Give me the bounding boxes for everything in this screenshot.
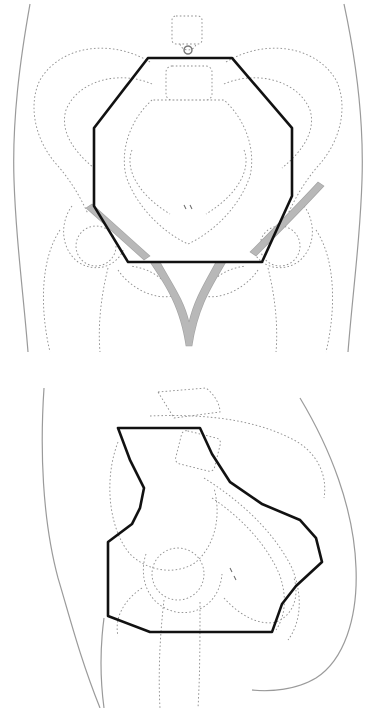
anterior-body-contour: [42, 388, 100, 708]
lateral-femur-shaft: [159, 600, 200, 708]
coccyx-mark-lower: [234, 576, 236, 580]
sacral-inner-left: [130, 150, 170, 214]
posterior-body-contour: [252, 398, 356, 691]
posterior-vertebra: [158, 388, 220, 418]
anteroposterior-pelvis-panel: [0, 0, 376, 354]
left-body-contour: [14, 4, 30, 352]
coccyx-mark-upper: [230, 568, 232, 572]
lateral-acetabulum: [143, 554, 222, 613]
coccyx-mark-left: [184, 205, 186, 209]
ap-treatment-field-octagon: [94, 58, 292, 262]
lateral-vertebral-body: [174, 430, 221, 473]
lateral-ilium: [110, 442, 217, 570]
right-femur: [268, 230, 333, 352]
sacral-inner-right: [206, 150, 246, 214]
lateral-pelvis-panel: [0, 378, 376, 708]
left-femur: [43, 230, 108, 352]
l5-vertebra: [166, 66, 212, 100]
pubic-vessel-wedge: [150, 262, 226, 346]
right-body-contour: [344, 4, 362, 352]
lateral-treatment-field: [108, 428, 322, 632]
anterior-thigh-contour: [101, 618, 104, 708]
spinous-process: [180, 44, 196, 50]
right-iliac-vessel: [250, 182, 324, 256]
lumbar-vertebra: [172, 16, 202, 44]
right-iliac-inner: [224, 78, 312, 168]
left-iliac-vessel: [86, 204, 150, 260]
lateral-femoral-head: [152, 548, 204, 600]
left-iliac-inner: [64, 78, 152, 168]
sacrum-lateral-inner: [212, 498, 284, 630]
sacrum: [124, 100, 251, 244]
left-iliac-wing: [34, 48, 150, 214]
coccyx-mark-right: [190, 205, 192, 209]
